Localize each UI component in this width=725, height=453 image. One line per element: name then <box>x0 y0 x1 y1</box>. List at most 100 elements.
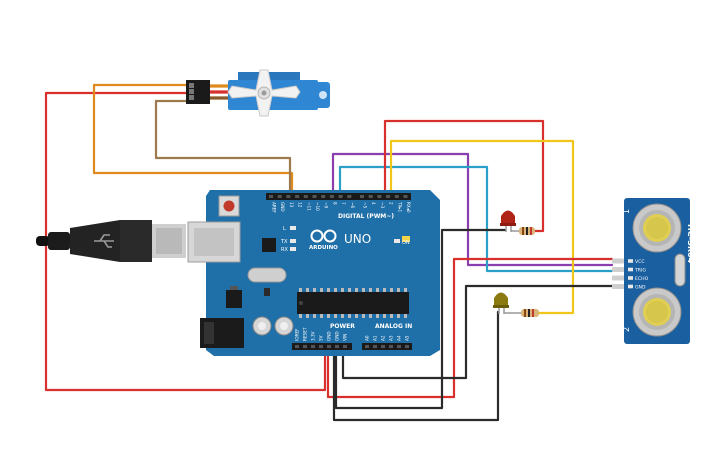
digital-header <box>266 193 411 200</box>
digital-pin-hole[interactable] <box>377 195 382 198</box>
digital-header-label: DIGITAL (PWM~) <box>338 213 394 220</box>
analog-pin-hole[interactable] <box>389 345 393 348</box>
wire-sensor-vcc[interactable] <box>326 257 614 399</box>
analog-pin-hole[interactable] <box>365 345 369 348</box>
sensor-pin[interactable] <box>612 284 624 289</box>
sensor-pin-labels: VCC TRIG ECHO GND <box>612 258 649 290</box>
arduino-brand: UNO <box>344 232 371 246</box>
sensor-pin-pad <box>628 267 633 272</box>
sensor-pin[interactable] <box>612 267 624 272</box>
digital-pin-hole[interactable] <box>286 195 291 198</box>
wires <box>44 83 614 422</box>
sensor-pin-label: ECHO <box>635 276 649 282</box>
led-rx-label: RX <box>281 247 288 253</box>
led-l-label: L <box>283 226 286 232</box>
digital-pin-label: ~3 <box>380 202 385 209</box>
digital-pin-label: RX◂0 <box>406 202 411 213</box>
sensor-pin-two-label: 2 <box>622 327 631 332</box>
power-pin-hole[interactable] <box>319 345 323 348</box>
digital-pin-label: 13 <box>289 202 294 208</box>
analog-pin-hole[interactable] <box>397 345 401 348</box>
digital-pin-hole[interactable] <box>386 195 391 198</box>
power-pin-hole[interactable] <box>295 345 299 348</box>
yellow-led[interactable] <box>493 292 509 315</box>
power-pin-hole[interactable] <box>335 345 339 348</box>
digital-pin-label: ~9 <box>324 202 329 209</box>
analog-label: ANALOG IN <box>375 323 412 330</box>
wire-servo-signal[interactable] <box>92 83 294 198</box>
sensor-pin-pad <box>628 284 633 289</box>
analog-pin-hole[interactable] <box>373 345 377 348</box>
digital-pin-hole[interactable] <box>277 195 282 198</box>
wire-sensor-gnd[interactable] <box>341 284 614 380</box>
power-pin-hole[interactable] <box>311 345 315 348</box>
digital-pin-hole[interactable] <box>394 195 399 198</box>
led-on-label: ON <box>402 240 410 246</box>
analog-pin-label: A1 <box>373 335 378 341</box>
led-l <box>290 226 296 230</box>
digital-pin-label: TX▸1 <box>397 201 402 213</box>
usb-icon <box>94 234 114 248</box>
digital-pin-hole[interactable] <box>338 195 343 198</box>
wire-red-led-gnd[interactable] <box>334 228 507 410</box>
analog-pin-hole[interactable] <box>405 345 409 348</box>
power-pin-hole[interactable] <box>343 345 347 348</box>
digital-pin-hole[interactable] <box>295 195 300 198</box>
sensor-transducer-top <box>632 203 682 253</box>
sensor-pin-label: TRIG <box>634 267 646 273</box>
digital-pin-hole[interactable] <box>329 195 334 198</box>
servo-motor[interactable] <box>186 69 330 117</box>
sensor-pin-pad <box>628 259 633 263</box>
sensor-model-label: HC-SR04 <box>686 224 695 264</box>
wire-sensor-trig[interactable] <box>331 152 614 267</box>
led-on <box>394 239 400 243</box>
digital-pin-label: AREF <box>272 202 277 213</box>
atmega-chip <box>297 292 409 314</box>
sensor-pin[interactable] <box>612 258 624 264</box>
digital-pin-label: ~10 <box>315 202 320 211</box>
digital-pin-hole[interactable] <box>269 195 273 198</box>
digital-pin-hole[interactable] <box>312 195 317 198</box>
wire-servo-ground[interactable] <box>154 99 292 198</box>
wire-yellow-led-gnd[interactable] <box>332 310 500 422</box>
sensor-transducer-bottom <box>632 287 682 337</box>
digital-pin-label: 8 <box>332 202 337 205</box>
digital-pin-label: 7 <box>341 202 346 205</box>
digital-pin-hole[interactable] <box>347 195 352 198</box>
arduino-wordmark: ARDUINO <box>309 245 338 251</box>
wire-sensor-echo[interactable] <box>338 165 614 273</box>
digital-pin-hole[interactable] <box>368 195 373 198</box>
yellow-led-resistor[interactable] <box>504 309 539 317</box>
digital-pin-hole[interactable] <box>303 195 308 198</box>
crystal-oscillator <box>247 267 287 283</box>
digital-pin-label: 12 <box>298 202 303 208</box>
sensor-pin[interactable] <box>612 275 624 281</box>
sensor-pin-label: GND <box>635 284 646 290</box>
power-pin-hole[interactable] <box>303 345 307 348</box>
red-led-resistor[interactable] <box>511 227 535 235</box>
digital-pin-label: ~6 <box>350 202 355 209</box>
red-led[interactable] <box>500 210 516 233</box>
digital-pin-hole[interactable] <box>360 195 364 198</box>
analog-header <box>362 343 412 350</box>
digital-pin-hole[interactable] <box>403 195 408 198</box>
led-rx <box>290 247 296 251</box>
analog-pin-label: A3 <box>389 335 394 341</box>
power-pin-label: IOREF <box>295 328 300 341</box>
analog-pin-hole[interactable] <box>381 345 385 348</box>
analog-pin-label: A2 <box>381 335 386 341</box>
power-pin-hole[interactable] <box>327 345 331 348</box>
wire-red-led-signal[interactable] <box>383 119 545 233</box>
sensor-pin-label: VCC <box>635 259 645 265</box>
usb-controller-chip <box>262 238 276 252</box>
sensor-crystal <box>674 253 686 287</box>
digital-pin-hole[interactable] <box>321 195 326 198</box>
wire-yellow-led-signal[interactable] <box>389 139 575 315</box>
analog-pin-label: A5 <box>405 335 410 341</box>
analog-pin-label: A0 <box>365 335 370 341</box>
sensor-pin-pad <box>628 276 633 280</box>
